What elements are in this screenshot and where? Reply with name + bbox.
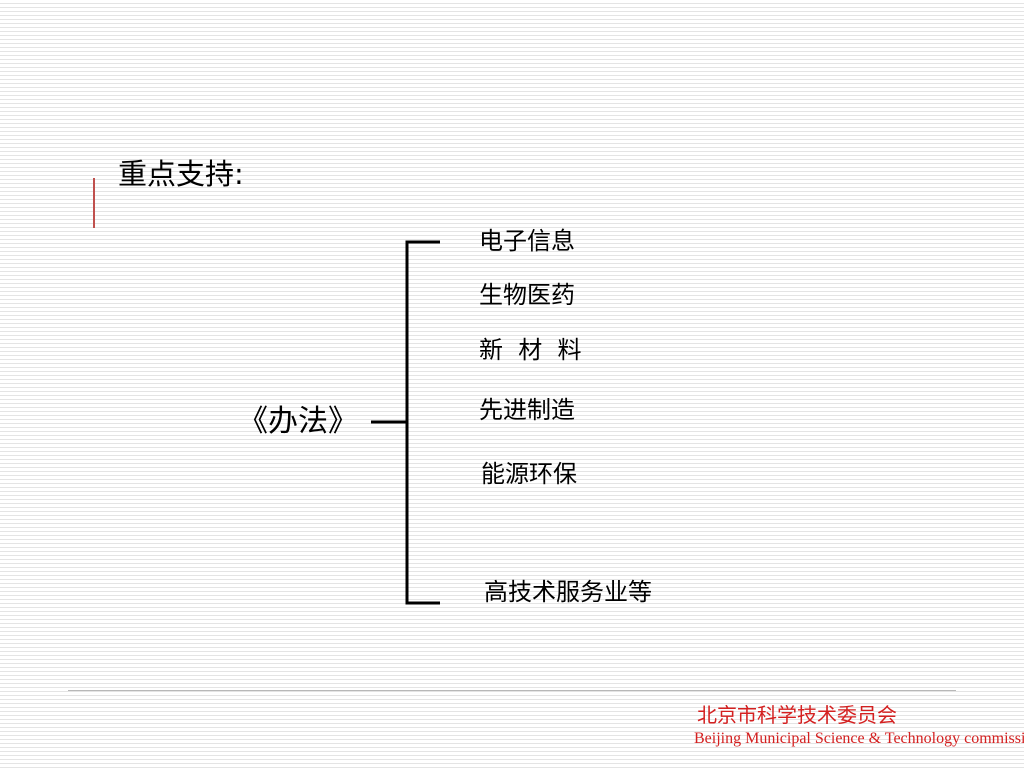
organization-name-cn: 北京市科学技术委员会 xyxy=(697,703,897,727)
support-item: 先进制造 xyxy=(479,396,575,424)
support-item: 新 材 料 xyxy=(479,336,582,364)
support-item: 电子信息 xyxy=(479,227,575,255)
support-item: 能源环保 xyxy=(481,460,577,488)
law-name-label: 《办法》 xyxy=(238,404,358,439)
title-accent-bar xyxy=(93,178,95,228)
support-item: 高技术服务业等 xyxy=(484,578,652,606)
footer-divider xyxy=(68,690,956,691)
organization-name-en: Beijing Municipal Science & Technology c… xyxy=(694,730,1024,747)
support-item: 生物医药 xyxy=(479,281,575,309)
slide-title: 重点支持: xyxy=(118,157,244,191)
